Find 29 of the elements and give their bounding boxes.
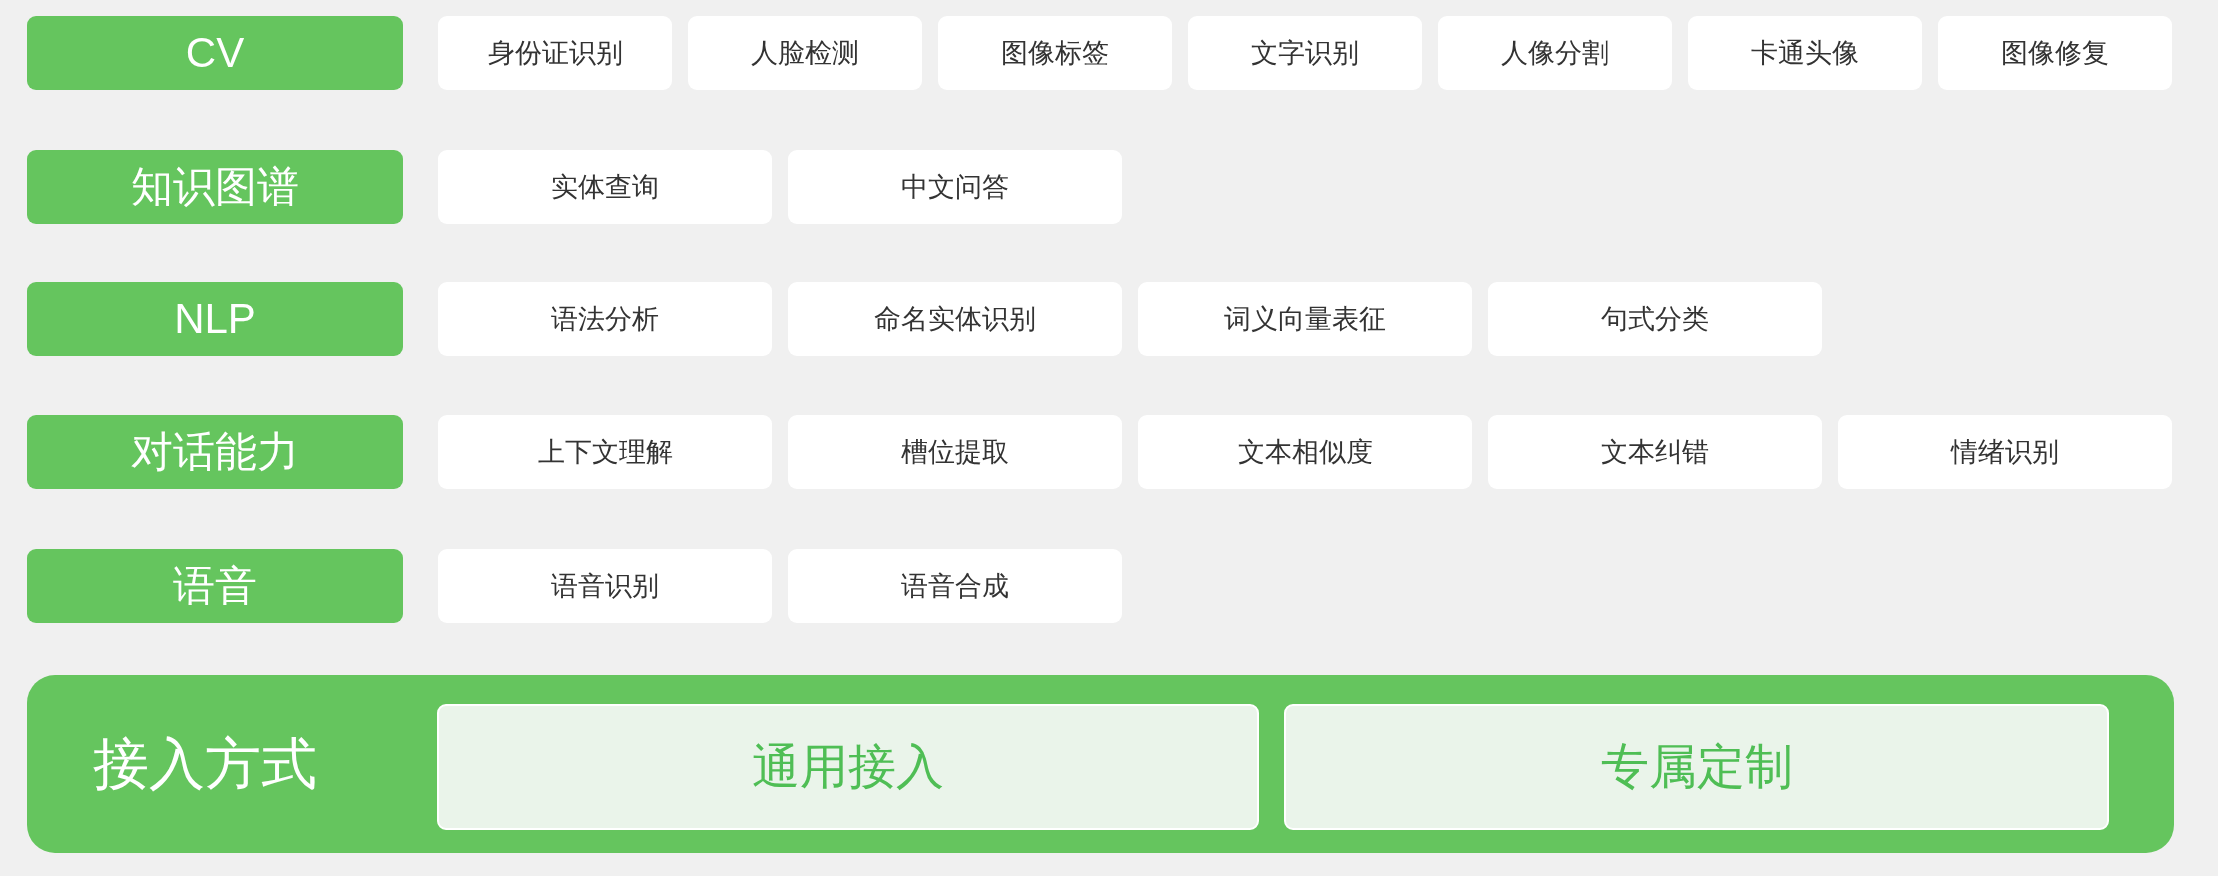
category-tag: 语音 — [27, 549, 403, 623]
capability-tag: 中文问答 — [788, 150, 1122, 224]
capability-tag: 图像标签 — [938, 16, 1172, 90]
capability-tag: 句式分类 — [1488, 282, 1822, 356]
access-option: 通用接入 — [437, 704, 1259, 830]
capability-tag: 人脸检测 — [688, 16, 922, 90]
capability-tag: 语音识别 — [438, 549, 772, 623]
capability-tag: 槽位提取 — [788, 415, 1122, 489]
capability-tag: 命名实体识别 — [788, 282, 1122, 356]
capability-tag: 文字识别 — [1188, 16, 1422, 90]
panel-heading: 接入方式 — [93, 731, 317, 797]
capability-tag: 文本纠错 — [1488, 415, 1822, 489]
capability-tag: 文本相似度 — [1138, 415, 1472, 489]
capability-tag: 词义向量表征 — [1138, 282, 1472, 356]
access-option: 专属定制 — [1284, 704, 2109, 830]
capability-tag: 语音合成 — [788, 549, 1122, 623]
capability-tag: 实体查询 — [438, 150, 772, 224]
category-tag: NLP — [27, 282, 403, 356]
capability-tag: 人像分割 — [1438, 16, 1672, 90]
capability-tag: 情绪识别 — [1838, 415, 2172, 489]
capability-tag: 卡通头像 — [1688, 16, 1922, 90]
capability-tag: 语法分析 — [438, 282, 772, 356]
category-tag: 知识图谱 — [27, 150, 403, 224]
capability-tag: 身份证识别 — [438, 16, 672, 90]
category-tag: CV — [27, 16, 403, 90]
capability-tag: 图像修复 — [1938, 16, 2172, 90]
category-tag: 对话能力 — [27, 415, 403, 489]
access-panel — [27, 675, 2174, 853]
capability-tag: 上下文理解 — [438, 415, 772, 489]
